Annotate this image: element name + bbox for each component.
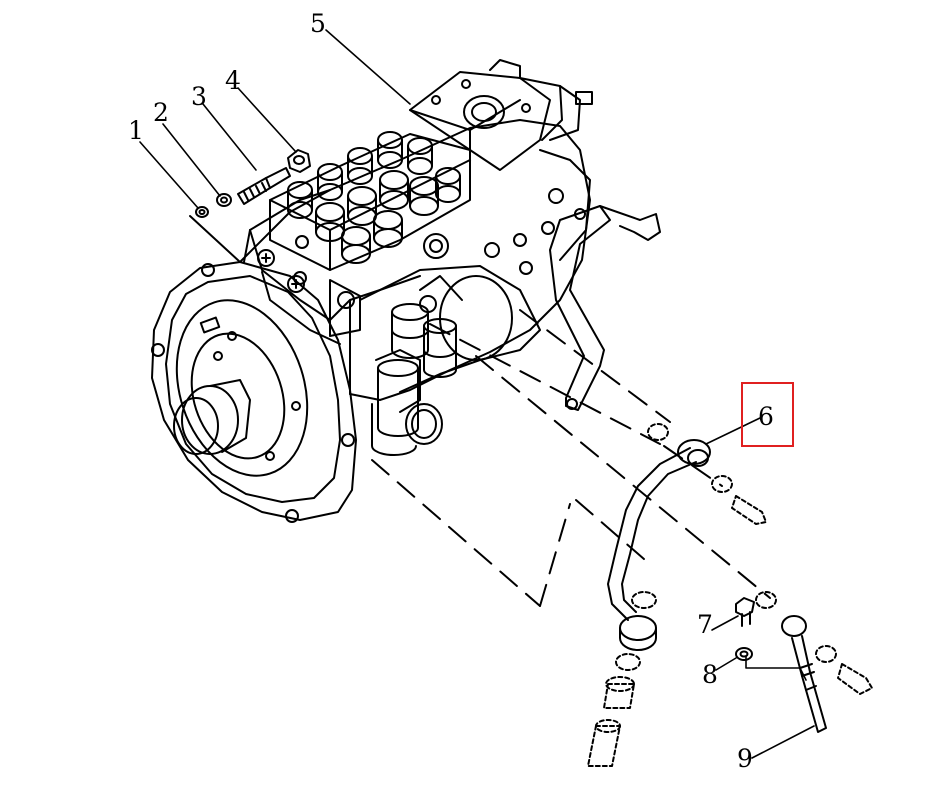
assembly-phantom-lines: [371, 309, 771, 607]
callout-6-highlight-box: [741, 382, 794, 447]
callout-7: 7: [697, 610, 713, 639]
pump-housing: [239, 119, 591, 401]
parts-1-to-4: [189, 149, 311, 263]
part-6-fuel-pipe-assembly: [587, 423, 767, 767]
priming-pump: [371, 295, 457, 456]
throttle-lever: [549, 205, 661, 411]
part-2-washer: [216, 193, 232, 207]
callout-9: 9: [737, 744, 753, 773]
delivery-valve-holders: [269, 131, 471, 271]
part-1-washer: [195, 206, 209, 218]
part-3-screw: [237, 167, 291, 205]
feed-pump-body: [329, 233, 541, 413]
callout-1: 1: [128, 116, 144, 145]
leader-lines: [139, 29, 815, 759]
mounting-flange: [151, 261, 357, 523]
callout-4: 4: [225, 66, 241, 95]
governor-housing: [409, 59, 593, 261]
injection-pump-assembly: [151, 59, 661, 523]
part-9-pipe: [781, 615, 827, 733]
callout-6: 6: [758, 402, 774, 431]
parts-7-8-9: [735, 591, 873, 733]
part-4-nut: [287, 149, 311, 173]
callout-3: 3: [191, 82, 207, 111]
callout-2: 2: [153, 98, 169, 127]
callout-5: 5: [310, 9, 326, 38]
part-7-bolt: [735, 597, 755, 627]
callout-8: 8: [702, 660, 718, 689]
part-8-washer: [735, 647, 753, 661]
